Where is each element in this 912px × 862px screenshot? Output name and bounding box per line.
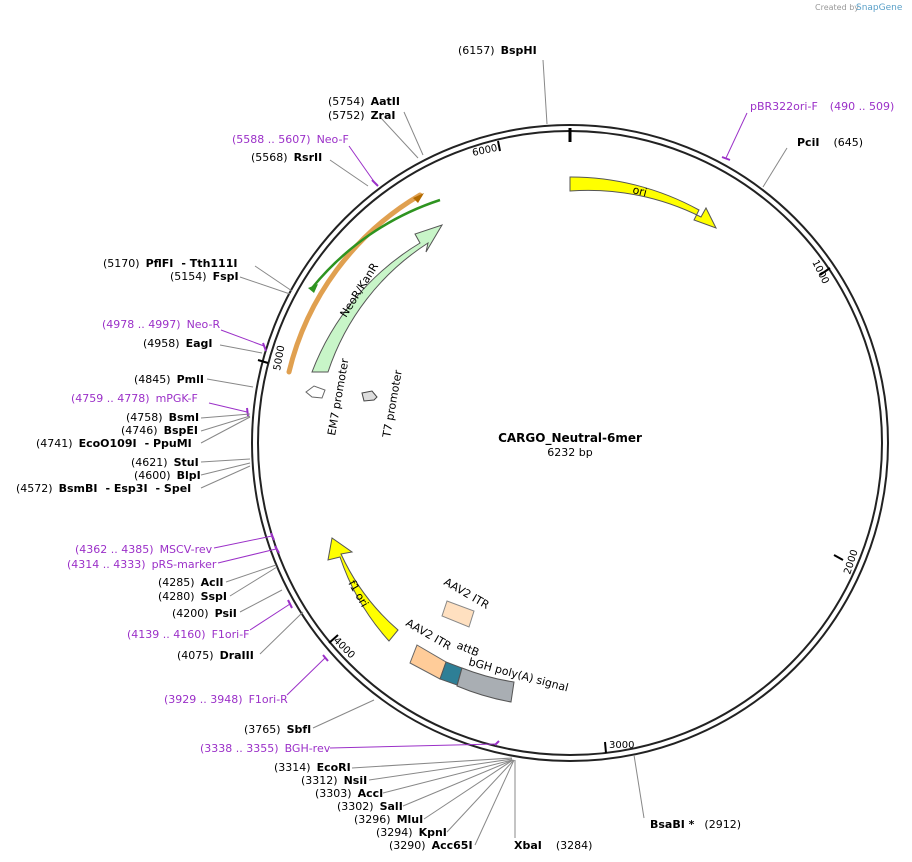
site-stui[interactable]: (4621)StuI [131,456,199,469]
primer-mark-f1ori-r [322,654,329,662]
site-acc65i[interactable]: (3290)Acc65I [389,839,473,852]
tick-4000 [328,634,339,644]
primer-mscv-rev[interactable]: (4362 .. 4385)MSCV-rev [75,543,213,556]
site-bsmbi[interactable]: (4572)BsmBI- Esp3I- SpeI [16,482,191,495]
tick-label-3000: 3000 [609,740,634,751]
green-region-arrow [308,284,318,293]
primer-neo-f[interactable]: (5588 .. 5607)Neo-F [232,133,349,146]
green-region-track [311,198,441,289]
site-blpi[interactable]: (4600)BlpI [134,469,201,482]
aav2-itr-top-feature[interactable] [441,600,475,628]
credit-text: Created by [815,3,859,12]
tick-marks [257,140,844,754]
site-rsrii[interactable]: (5568)RsrII [251,151,322,164]
primer-pbr322ori-f[interactable]: pBR322ori-F(490 .. 509) [750,100,894,113]
tick-label-1000: 1000 [809,258,830,286]
site-xbai[interactable]: XbaI(3284) [514,839,592,852]
plasmid-length: 6232 bp [547,446,592,459]
site-fspi[interactable]: (5154)FspI [170,270,239,283]
primer-neo-r[interactable]: (4978 .. 4997)Neo-R [102,318,220,331]
snapgene-logo-text: SnapGene [856,3,903,13]
primer-prs-marker[interactable]: (4314 .. 4333)pRS-marker [67,558,217,571]
primer-marks [246,156,731,746]
t7-promoter-feature[interactable] [361,390,378,402]
tick-6000 [497,140,501,152]
site-pflfi[interactable]: (5170)PflFI- Tth111I [103,257,237,270]
site-sali[interactable]: (3302)SalI [337,800,403,813]
site-aatii[interactable]: (5754)AatII [328,95,400,108]
site-mlui[interactable]: (3296)MluI [354,813,423,826]
site-ecori[interactable]: (3314)EcoRI [274,761,351,774]
backbone-outer [251,124,889,762]
aav2-itr-bottom-label: AAV2 ITR [404,616,454,653]
site-kpni[interactable]: (3294)KpnI [376,826,447,839]
site-bsphi[interactable]: (6157)BspHI [458,44,537,57]
site-pmli[interactable]: (4845)PmlI [134,373,204,386]
site-ecoo109i[interactable]: (4741)EcoO109I- PpuMI [36,437,192,450]
tick-5000 [257,359,269,364]
site-zrai[interactable]: (5752)ZraI [328,109,396,122]
tick-2000 [833,554,844,561]
primer-bgh-rev[interactable]: (3338 .. 3355)BGH-rev [200,742,331,755]
primer-mark-mpgk-f [246,407,249,417]
site-eagi[interactable]: (4958)EagI [143,337,212,350]
primer-leader-lines [208,112,748,749]
bgh-polya-feature[interactable] [456,667,515,703]
aav2-itr-bottom-feature[interactable] [409,644,447,680]
primer-mpgk-f[interactable]: (4759 .. 4778)mPGK-F [71,392,198,405]
primer-mark-pbr322 [721,156,731,161]
site-draiii[interactable]: (4075)DraIII [177,649,254,662]
site-sspi[interactable]: (4280)SspI [158,590,227,603]
site-bsabi[interactable]: BsaBI *(2912) [650,818,741,831]
t7-label: T7 promoter [380,369,405,440]
tick-3000 [604,741,607,754]
plasmid-name: CARGO_Neutral-6mer [498,431,642,446]
orange-region-arrow [413,193,424,203]
primer-f1ori-f[interactable]: (4139 .. 4160)F1ori-F [127,628,250,641]
orange-region-track [286,192,423,375]
site-acci[interactable]: (3303)AccI [315,787,383,800]
tick-label-5000: 5000 [272,345,287,372]
ori-label: ori [631,183,648,199]
site-leader-lines [200,59,788,846]
tick-label-6000: 6000 [471,143,498,159]
primer-f1ori-r[interactable]: (3929 .. 3948)F1ori-R [164,693,288,706]
primer-mark-neo-r [262,342,267,352]
neor-feature[interactable] [311,224,444,373]
site-acli[interactable]: (4285)AclI [158,576,223,589]
f1-ori-label: f1 ori [345,578,371,609]
primer-mark-mscv [270,532,275,541]
tick-1000 [819,267,831,276]
site-nsii[interactable]: (3312)NsiI [301,774,367,787]
site-sbfi[interactable]: (3765)SbfI [244,723,311,736]
primer-mark-prs [274,545,280,554]
site-bsmi[interactable]: (4758)BsmI [126,411,199,424]
f1-ori-feature[interactable] [327,537,399,642]
em7-promoter-feature[interactable] [305,385,326,399]
site-pcii[interactable]: PciI(645) [797,136,863,149]
site-bspei[interactable]: (4746)BspEI [121,424,198,437]
ori-feature[interactable] [569,176,718,229]
site-psii[interactable]: (4200)PsiI [172,607,237,620]
